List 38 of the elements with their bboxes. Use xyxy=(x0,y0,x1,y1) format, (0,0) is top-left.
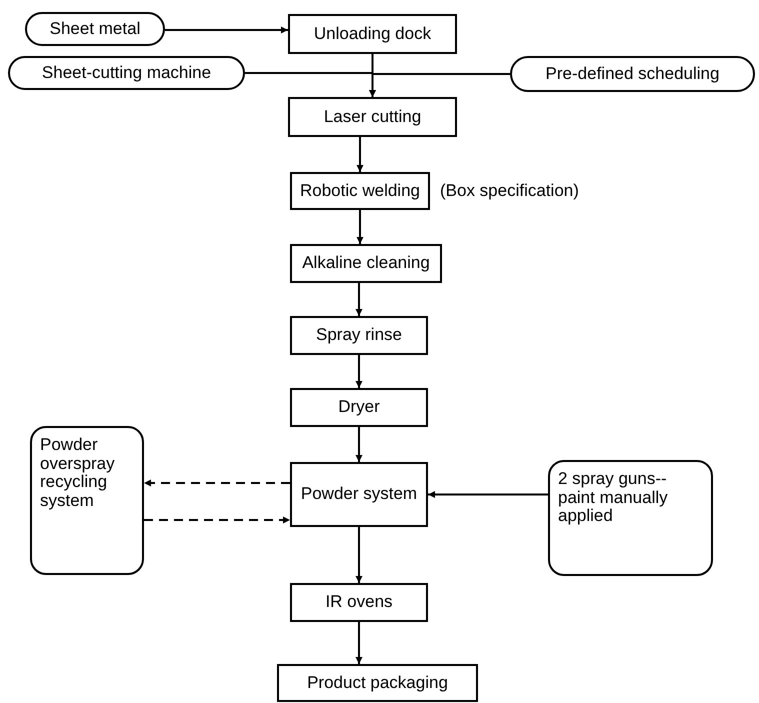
node-label: 2 spray guns-- paint manually applied xyxy=(558,470,669,526)
process-box xyxy=(290,583,428,622)
arrow xyxy=(144,480,290,486)
process-box xyxy=(290,462,428,527)
node-label: Unloading dock xyxy=(312,24,432,44)
process-box xyxy=(290,316,428,355)
arrow xyxy=(369,73,510,97)
rounded-box xyxy=(30,426,144,575)
process-box xyxy=(288,97,457,137)
arrow xyxy=(356,137,364,172)
arrow xyxy=(356,427,362,462)
node-label: Spray rinse xyxy=(315,326,403,345)
process-box xyxy=(288,14,457,54)
arrow xyxy=(356,622,362,664)
process-box xyxy=(290,172,430,210)
node-label: Alkaline cleaning xyxy=(301,254,431,273)
arrow xyxy=(356,283,362,316)
node-label: Sheet-cutting machine xyxy=(40,64,212,82)
node-note: (Box specification) xyxy=(440,182,579,201)
arrow xyxy=(356,527,362,583)
arrow xyxy=(165,26,288,34)
process-box xyxy=(290,244,442,283)
node-label: Product packaging xyxy=(306,674,449,692)
node-label: Robotic welding xyxy=(298,182,421,200)
arrow xyxy=(144,516,290,524)
rounded-box xyxy=(548,460,713,576)
node-label: Dryer xyxy=(337,398,381,417)
arrow xyxy=(356,210,364,244)
node-label: IR ovens xyxy=(324,593,394,612)
node-label: Powder overspray recycling system xyxy=(40,436,116,511)
node-label: Laser cutting xyxy=(322,108,422,126)
process-box xyxy=(290,388,428,427)
arrow xyxy=(428,491,548,498)
process-box xyxy=(277,664,478,702)
arrow xyxy=(356,355,362,388)
node-label: Powder system xyxy=(300,485,418,504)
node-label: Pre-defined scheduling xyxy=(544,64,720,84)
node-label: Sheet metal xyxy=(48,20,142,38)
